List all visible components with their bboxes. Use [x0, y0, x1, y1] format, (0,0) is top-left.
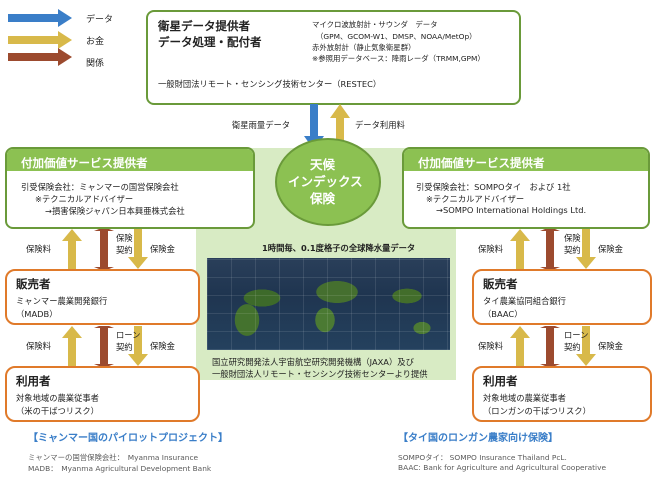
satellite-data-label: 衛星雨量データ	[232, 120, 291, 130]
left-payout-arrow-1	[128, 229, 148, 269]
right-contract-arrow-1	[540, 229, 560, 269]
left-seller-line-2: （MADB）	[16, 309, 58, 319]
left-loan-label-2b: 契約	[116, 342, 133, 352]
legend-relation-arrow	[8, 48, 72, 66]
left-project-title: 【ミャンマー国のパイロットプロジェクト】	[28, 433, 228, 444]
data-fee-arrow	[330, 104, 350, 150]
left-payout-arrow-2	[128, 326, 148, 366]
right-user-title: 利用者	[483, 374, 518, 388]
map-caption-2: 一般財団法人リモート・センシング技術センターより提供	[212, 369, 428, 379]
legend-data-label: データ	[86, 15, 114, 25]
left-contract-label-1a: 保険	[116, 233, 133, 243]
right-value-added-header: 付加価値サービス提供者	[404, 149, 648, 171]
left-value-added-box: 付加価値サービス提供者 引受保険会社：ミャンマーの国営保険会社 ※テクニカルアド…	[5, 147, 255, 229]
right-seller-line-2: （BAAC）	[483, 309, 523, 319]
right-insurer-line-2: ※テクニカルアドバイザー	[426, 194, 525, 204]
right-premium-label-1: 保険料	[478, 244, 503, 254]
right-payout-label-2: 保険金	[598, 341, 623, 351]
right-loan-label-2b: 契約	[564, 342, 581, 352]
right-note-1: SOMPOタイ： SOMPO Insurance Thailand PcL.	[398, 453, 567, 462]
right-payout-arrow-1	[576, 229, 596, 269]
map-caption-1: 国立研究開発法人宇宙航空研究開発機構（JAXA）及び	[212, 357, 414, 367]
left-premium-arrow-2	[62, 326, 82, 366]
left-contract-arrow-1	[94, 229, 114, 269]
right-contract-label-1b: 契約	[564, 245, 581, 255]
left-lower-arrows	[62, 326, 148, 366]
left-note-2: MADB： Myanma Agricultural Development Ba…	[28, 464, 212, 473]
left-payout-label-2: 保険金	[150, 341, 175, 351]
right-note-2: BAAC: Bank for Agriculture and Agricultu…	[398, 463, 607, 472]
left-insurer-line-3: →損害保険ジャパン日本興亜株式会社	[45, 206, 185, 216]
provider-line-1: マイクロ波放射計・サウンダ データ	[312, 20, 438, 29]
provider-line-2: （GPM、GCOM-W1、DMSP、NOAA/MetOp）	[316, 32, 477, 41]
right-upper-arrows	[510, 229, 596, 269]
provider-line-4: ※参照用データベース：降雨レーダ（TRMM,GPM）	[312, 54, 485, 63]
right-payout-label-1: 保険金	[598, 244, 623, 254]
left-user-line-2: （米の干ばつリスク）	[16, 406, 99, 416]
right-project-title: 【タイ国のロンガン農家向け保険】	[398, 433, 558, 444]
data-fee-label: データ利用料	[355, 120, 405, 130]
right-insurer-line-1: 引受保険会社：SOMPOタイ および 1社	[416, 182, 571, 192]
right-user-box: 利用者 対象地域の農業従事者 （ロンガンの干ばつリスク）	[472, 366, 652, 422]
right-loan-label-2a: ローン	[564, 330, 589, 340]
global-precipitation-map	[207, 258, 450, 350]
center-line-3: 保険	[310, 191, 336, 206]
left-insurer-line-2: ※テクニカルアドバイザー	[35, 194, 134, 204]
left-premium-label-1: 保険料	[26, 244, 51, 254]
right-premium-arrow-1	[510, 229, 530, 269]
right-premium-arrow-2	[510, 326, 530, 366]
left-upper-arrows	[62, 229, 148, 269]
provider-org: 一般財団法リモート・センシング技術センター（RESTEC）	[158, 79, 382, 89]
right-seller-box: 販売者 タイ農業協同組合銀行 （BAAC）	[472, 269, 652, 325]
left-user-box: 利用者 対象地域の農業従事者 （米の干ばつリスク）	[5, 366, 200, 422]
legend-relation-label: 関係	[86, 59, 105, 69]
right-payout-arrow-2	[576, 326, 596, 366]
provider-title-2: データ処理・配付者	[158, 35, 262, 49]
center-line-1: 天候	[310, 157, 336, 172]
right-contract-label-1a: 保険	[564, 233, 581, 243]
left-value-added-header: 付加価値サービス提供者	[7, 149, 253, 171]
satellite-provider-box: 衛星データ提供者 データ処理・配付者 マイクロ波放射計・サウンダ データ （GP…	[146, 10, 521, 105]
legend-money-label: お金	[86, 37, 105, 47]
left-user-title: 利用者	[16, 374, 51, 388]
left-seller-title: 販売者	[16, 277, 51, 291]
weather-index-insurance-circle	[275, 138, 381, 226]
left-premium-label-2: 保険料	[26, 341, 51, 351]
provider-title-1: 衛星データ提供者	[158, 19, 250, 33]
provider-line-3: 赤外放射計（静止気象衛星群）	[312, 43, 416, 52]
left-seller-line-1: ミャンマー農業開発銀行	[16, 296, 108, 306]
legend-data-arrow	[8, 9, 72, 27]
map-title: 1時間毎、0.1度格子の全球降水量データ	[262, 243, 416, 253]
left-payout-label-1: 保険金	[150, 244, 175, 254]
right-seller-title: 販売者	[483, 277, 518, 291]
left-contract-arrow-2	[94, 326, 114, 366]
left-insurer-line-1: 引受保険会社：ミャンマーの国営保険会社	[21, 182, 179, 192]
left-contract-label-1b: 契約	[116, 245, 133, 255]
left-user-line-1: 対象地域の農業従事者	[16, 393, 99, 403]
right-premium-label-2: 保険料	[478, 341, 503, 351]
right-value-added-box: 付加価値サービス提供者 引受保険会社：SOMPOタイ および 1社 ※テクニカル…	[402, 147, 650, 229]
legend-money-arrow	[8, 31, 72, 49]
left-note-1: ミャンマーの国営保険会社： Myanma Insurance	[28, 453, 199, 462]
right-contract-arrow-2	[540, 326, 560, 366]
left-seller-box: 販売者 ミャンマー農業開発銀行 （MADB）	[5, 269, 200, 325]
right-user-line-1: 対象地域の農業従事者	[483, 393, 566, 403]
right-lower-arrows	[510, 326, 596, 366]
left-loan-label-2a: ローン	[116, 330, 141, 340]
center-line-2: インデックス	[288, 174, 363, 189]
left-premium-arrow-1	[62, 229, 82, 269]
legend-arrows	[8, 9, 72, 66]
right-user-line-2: （ロンガンの干ばつリスク）	[483, 406, 591, 416]
right-seller-line-1: タイ農業協同組合銀行	[483, 296, 566, 306]
right-insurer-line-3: →SOMPO International Holdings Ltd.	[436, 205, 587, 215]
